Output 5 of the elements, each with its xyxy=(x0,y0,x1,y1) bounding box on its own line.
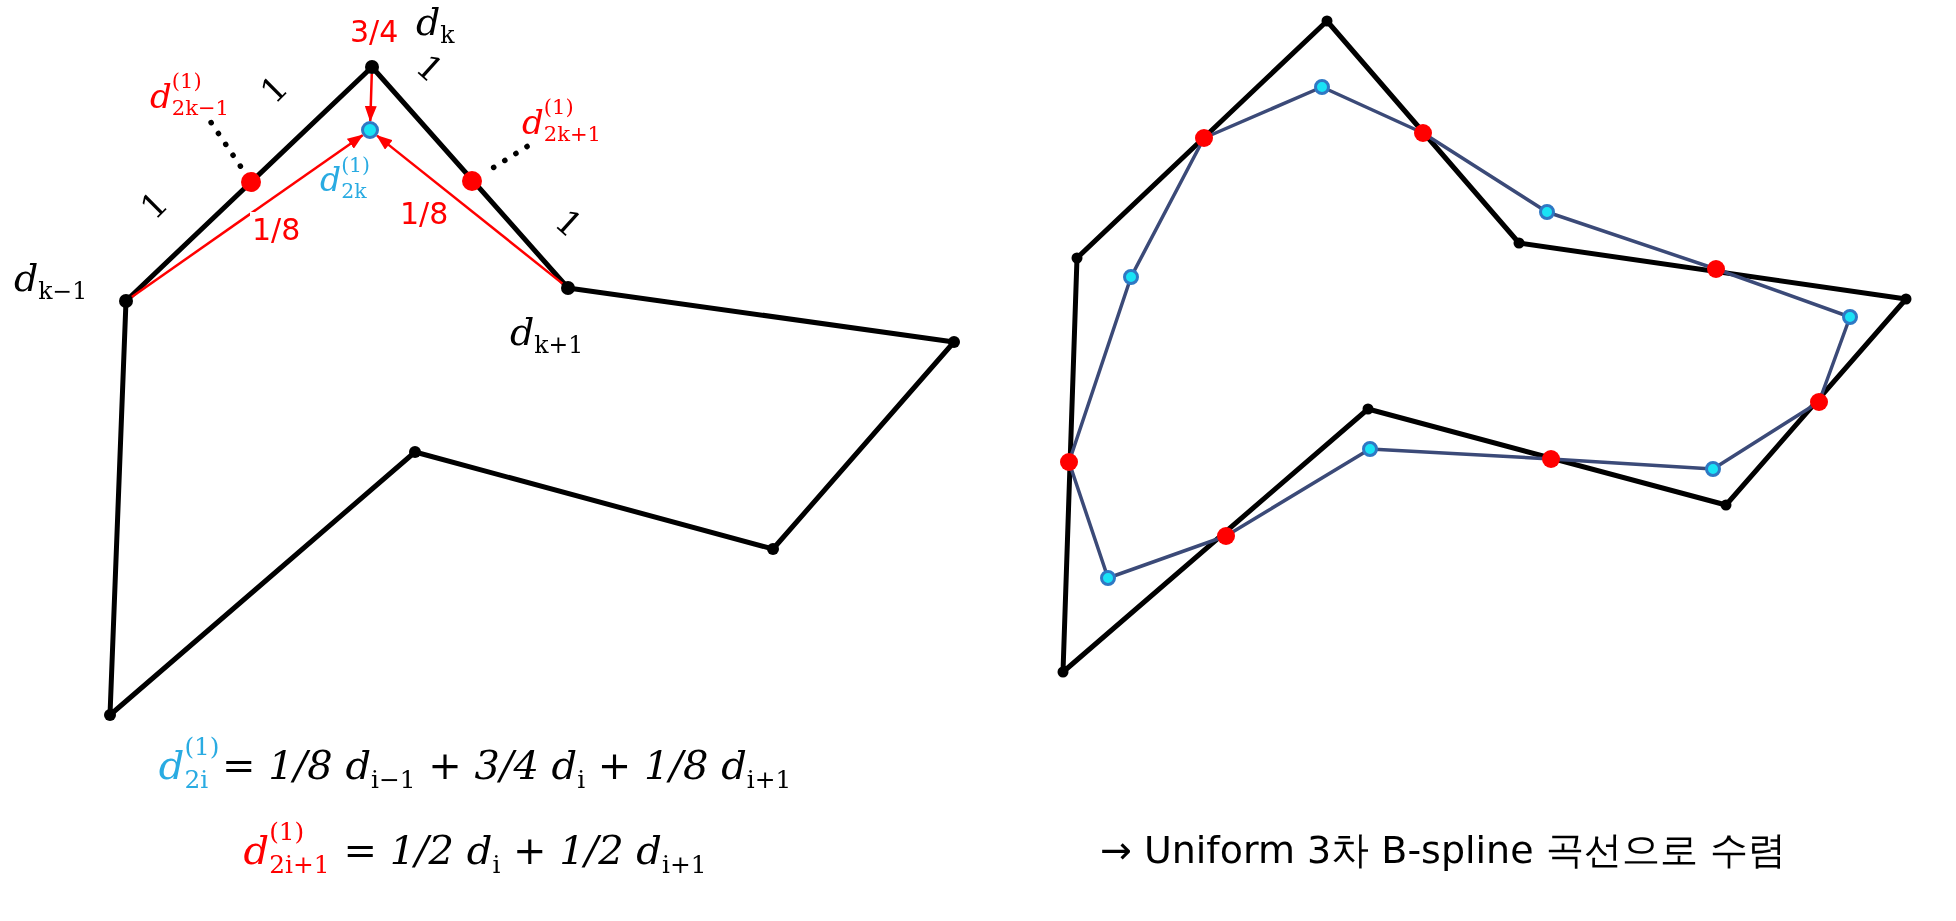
point-label: d$_{k−1}$ xyxy=(14,256,89,302)
caption: → Uniform 3차 B-spline 곡선으로 수렴 xyxy=(1100,828,1786,874)
formula: = 1/8 d$_{i−1}$ + 3/4 d$_{i}$ + 1/8 d$_{i+1}$ xyxy=(222,741,793,795)
formula: = 1/2 d$_{i}$ + 1/2 d$_{i+1}$ xyxy=(343,826,708,880)
point-label: d$_{k}$ xyxy=(416,0,456,46)
